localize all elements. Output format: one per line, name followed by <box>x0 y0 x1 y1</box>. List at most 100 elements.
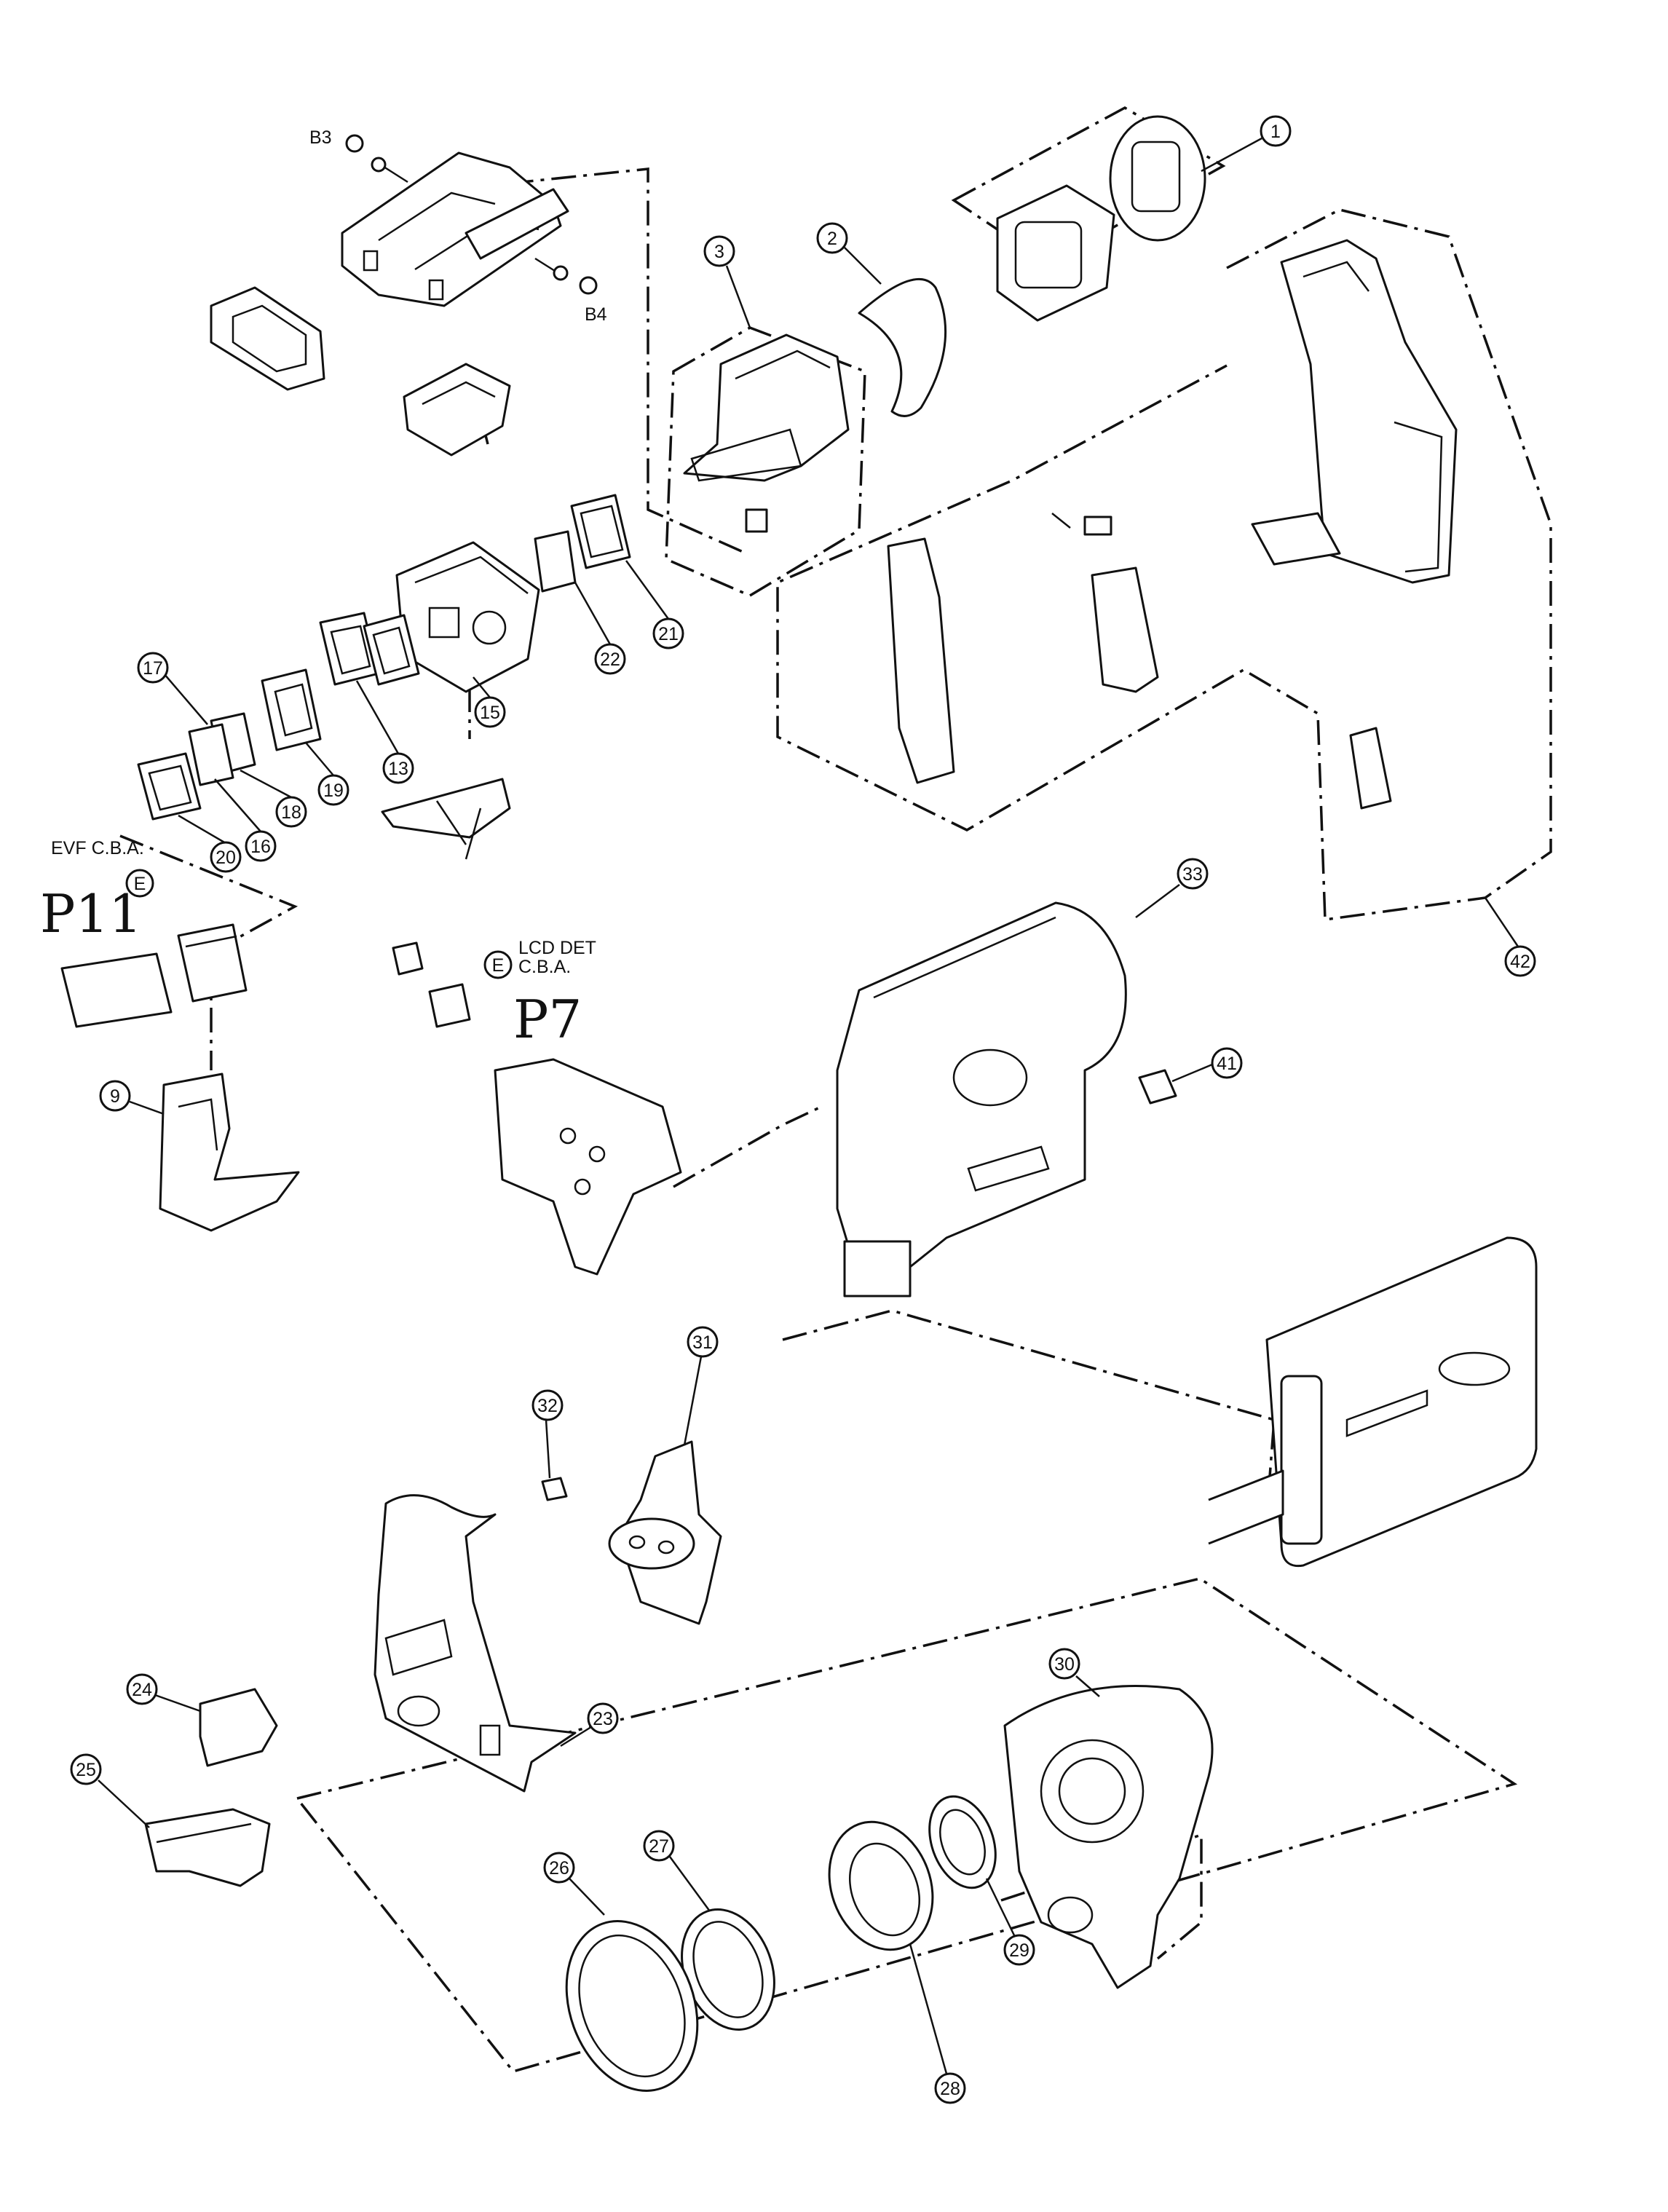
svg-text:32: 32 <box>537 1396 558 1416</box>
svg-text:22: 22 <box>600 649 620 670</box>
callout-26: 26 <box>543 1852 575 1884</box>
part-28-lens-mount <box>828 1820 934 1951</box>
svg-text:E: E <box>134 874 146 894</box>
part-1-eyepiece <box>996 115 1206 322</box>
svg-text:19: 19 <box>323 781 344 801</box>
svg-text:15: 15 <box>480 703 500 723</box>
svg-text:26: 26 <box>549 1858 569 1879</box>
callout-24: 24 <box>126 1673 158 1705</box>
callout-29: 29 <box>1003 1934 1035 1966</box>
screw-b4 <box>534 257 598 295</box>
svg-text:13: 13 <box>388 759 408 779</box>
callout-28: 28 <box>934 2072 966 2104</box>
svg-text:20: 20 <box>216 848 236 868</box>
callout-13: 13 <box>382 752 414 784</box>
svg-text:24: 24 <box>132 1680 152 1700</box>
callout-22: 22 <box>594 643 626 675</box>
lcd-mount-plate <box>494 1058 682 1276</box>
callout-42: 42 <box>1504 945 1536 977</box>
callout-21: 21 <box>652 617 684 649</box>
svg-text:17: 17 <box>143 658 163 679</box>
evf-lever-bracket <box>381 778 511 860</box>
lcd-det-marker: E <box>483 950 513 979</box>
part-25-grip-cover <box>144 1808 271 1887</box>
svg-text:23: 23 <box>593 1709 613 1729</box>
leader-lines <box>98 137 1519 2074</box>
part-19-holder <box>261 668 322 751</box>
lcd-monitor <box>1208 1236 1538 1568</box>
svg-text:18: 18 <box>281 802 301 823</box>
evf-cba-handwritten-page: P11 <box>40 883 142 944</box>
part-3-evf-housing <box>683 333 850 533</box>
evf-eyecup-pad <box>60 952 173 1028</box>
svg-text:41: 41 <box>1217 1054 1237 1074</box>
callout-1: 1 <box>1260 115 1292 147</box>
screw-b3-label: B3 <box>309 127 332 148</box>
evf-connector-bracket <box>210 286 325 391</box>
group-outline-1 <box>951 106 1226 266</box>
lens-frame-14 <box>363 614 420 686</box>
callout-25: 25 <box>70 1753 102 1785</box>
part-32-switch <box>541 1477 568 1501</box>
lcd-det-board <box>428 983 471 1028</box>
svg-text:28: 28 <box>940 2079 960 2099</box>
svg-text:2: 2 <box>827 229 837 249</box>
evf-cba-label: EVF C.B.A. <box>51 838 144 858</box>
svg-text:42: 42 <box>1510 952 1530 972</box>
evf-cba-marker: E <box>125 869 154 898</box>
part-24-cover <box>199 1688 278 1767</box>
lcd-det-label-line2: C.B.A. <box>518 957 571 977</box>
lcd-det-handwritten-page: P7 <box>513 989 582 1050</box>
front-case-outline <box>296 1577 1518 2074</box>
evf-cba-board <box>177 923 248 1003</box>
part-20-lcd-holder <box>137 752 202 821</box>
evf-lower-bracket <box>403 363 511 457</box>
callout-30: 30 <box>1048 1648 1080 1680</box>
callout-18: 18 <box>275 796 307 828</box>
part-41-small-block <box>1138 1069 1177 1105</box>
part-23-front-case <box>373 1494 577 1793</box>
svg-text:33: 33 <box>1182 864 1203 885</box>
svg-text:29: 29 <box>1009 1940 1029 1961</box>
callout-15: 15 <box>474 696 506 728</box>
callout-16: 16 <box>245 830 277 862</box>
part-16-sheet <box>188 723 234 786</box>
svg-text:25: 25 <box>76 1760 96 1780</box>
part-29-ring <box>928 1795 997 1889</box>
svg-text:9: 9 <box>110 1086 120 1107</box>
svg-text:16: 16 <box>250 837 271 857</box>
part-2-eyecup-cover <box>858 277 947 417</box>
callout-9: 9 <box>99 1080 131 1112</box>
screw-b3 <box>345 134 408 183</box>
part-15-prism-block <box>395 541 540 693</box>
callout-23: 23 <box>587 1702 619 1734</box>
screw-b4-label: B4 <box>585 304 607 325</box>
callout-41: 41 <box>1211 1047 1243 1079</box>
evf-cba-link <box>119 834 299 948</box>
part-21-lens <box>570 494 631 569</box>
part-42-side-frame <box>887 239 1458 810</box>
evf-bracket-outline <box>465 167 747 555</box>
evf-top-bracket <box>341 151 569 307</box>
svg-text:30: 30 <box>1054 1654 1075 1675</box>
part-30-lens-housing <box>1003 1685 1214 1989</box>
callout-31: 31 <box>687 1326 719 1358</box>
part-31-mode-dial-bracket <box>608 1440 722 1625</box>
svg-text:31: 31 <box>692 1332 713 1353</box>
svg-text:E: E <box>492 955 505 976</box>
callout-2: 2 <box>816 222 848 254</box>
part-27-filter-ring <box>681 1908 775 2031</box>
callout-3: 3 <box>703 235 735 267</box>
svg-text:21: 21 <box>658 624 679 644</box>
lcd-det-label-line1: LCD DET <box>518 938 596 958</box>
callout-27: 27 <box>643 1830 675 1862</box>
callout-19: 19 <box>317 774 349 806</box>
part-9-evf-cable <box>159 1073 300 1232</box>
part-26-lens-ring <box>565 1920 699 2092</box>
lcd-det-link <box>673 1105 822 1188</box>
svg-text:3: 3 <box>714 242 724 262</box>
group-outline-42 <box>776 208 1552 921</box>
part-33-main-chassis <box>836 901 1127 1297</box>
lcd-monitor-link <box>782 1309 1276 1538</box>
lcd-det-pad <box>392 941 424 976</box>
